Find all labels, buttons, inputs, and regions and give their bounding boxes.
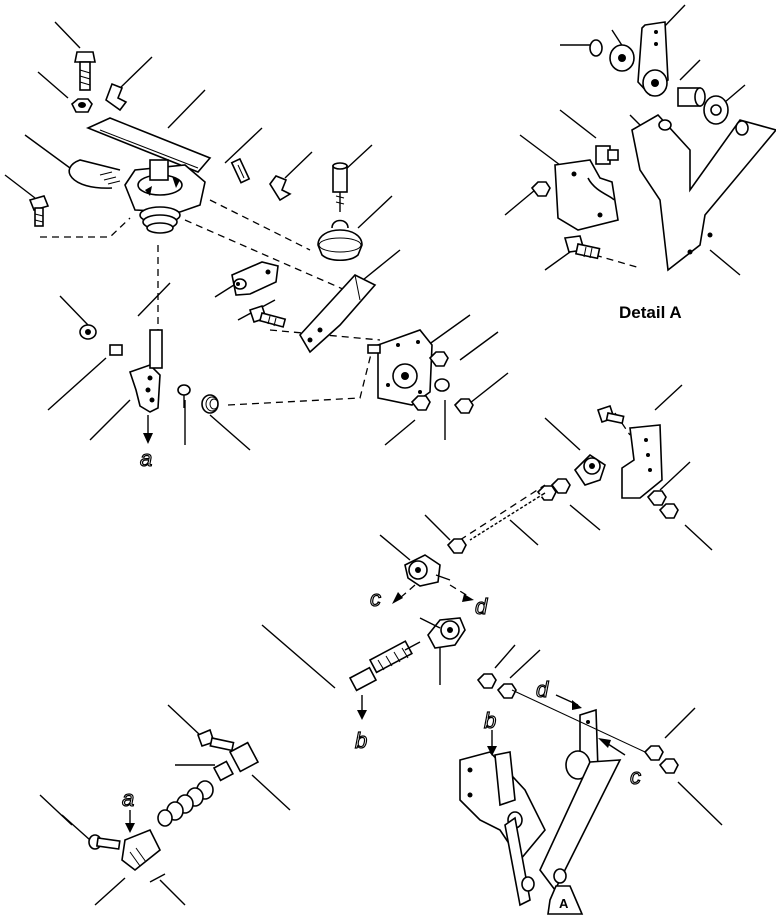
cable-clevis [121, 828, 162, 872]
ref-c-lower: c [630, 764, 641, 789]
nut-top-left [71, 98, 93, 113]
mid-nut-2 [658, 503, 679, 519]
lower-axis-line [511, 689, 646, 753]
ball-joint-upper [573, 453, 606, 486]
cable-spring [157, 780, 214, 827]
pedal-base [124, 159, 206, 234]
threaded-rod [469, 492, 546, 541]
cable-sheath-inner [256, 690, 356, 759]
cable-ferrule [348, 666, 378, 692]
ref-d-mid: d [475, 594, 488, 619]
cable-end-top [368, 640, 421, 674]
detail-title: Detail A [619, 303, 682, 322]
rod-nut-upper-2 [536, 485, 557, 501]
small-bracket [231, 261, 279, 296]
torsion-spring [201, 394, 219, 414]
mid-bracket [621, 424, 663, 499]
rubber-boot [317, 219, 363, 262]
u-bolt [68, 159, 121, 189]
middle-brackets [79, 261, 474, 444]
arrow-b-cable [357, 695, 367, 720]
ref-b-cable: b [355, 728, 367, 753]
detail-bushing [677, 87, 706, 107]
dashed-assembly-lines [40, 199, 641, 541]
ref-b-lower: b [484, 708, 496, 733]
clip-top [105, 82, 128, 112]
bushing-left [109, 344, 123, 356]
detail-plate [554, 159, 619, 231]
lower-nut-1 [476, 673, 497, 689]
ball-joint-right [419, 617, 466, 649]
arrow-head-a [143, 433, 153, 444]
ref-a-cable: a [122, 786, 134, 811]
leader-lines [4, 4, 746, 906]
detail-washer-hole [618, 54, 626, 62]
arrow-d-lower [555, 694, 582, 710]
washer-hole [85, 329, 91, 335]
ref-a-pedal: a [140, 446, 152, 471]
detail-nut [530, 181, 551, 197]
roll-pin [230, 157, 251, 184]
lower-stud-1 [553, 868, 567, 884]
detail-bolt [563, 235, 601, 260]
cable-clamp [212, 741, 260, 782]
detail-stud [735, 120, 749, 136]
cotter-pin [149, 873, 166, 883]
bolt-top [74, 51, 96, 91]
bracket-bolt [248, 304, 287, 328]
ref-c-mid: c [370, 586, 381, 611]
mount-plate [367, 329, 433, 406]
detail-a-group: Detail A [530, 21, 776, 322]
lower-mount-plate [459, 751, 546, 862]
lower-bracket-assembly: d b c A [459, 673, 679, 915]
arrow-b-lower [487, 730, 497, 756]
clevis-pin [88, 834, 121, 850]
mid-bolt [596, 404, 625, 425]
detail-arm [637, 21, 669, 97]
long-bracket [299, 274, 377, 354]
pedal-plate [85, 117, 212, 173]
detail-standoff [595, 145, 619, 165]
lower-arm [539, 708, 622, 892]
rod-assembly: c d [369, 404, 679, 649]
plate-nuts [410, 351, 474, 414]
detail-retainer [589, 39, 603, 57]
rod-nut-upper [550, 478, 571, 494]
lower-nut-3 [643, 745, 664, 761]
detail-a-marker: A [547, 885, 584, 915]
rod-nut-lower [446, 538, 467, 554]
bolt-left [28, 195, 50, 227]
detail-main-bracket [631, 113, 776, 272]
arrow-c-mid [392, 584, 416, 604]
lower-stud-2 [521, 876, 535, 892]
ball-joint-left [404, 554, 451, 587]
small-bolt-mid [177, 384, 191, 408]
pedal-assembly [28, 51, 363, 262]
ref-d-lower: d [536, 677, 549, 702]
arrow-d-mid [449, 584, 474, 602]
spring-clip [269, 175, 292, 202]
cable-bolt [196, 728, 235, 752]
detail-a-marker-label: A [559, 896, 569, 911]
lower-nut-2 [496, 683, 517, 699]
mid-nut-1 [646, 490, 667, 506]
rod-end [332, 162, 348, 212]
arrow-c-lower [598, 738, 626, 756]
cable-sheath [257, 691, 356, 759]
detail-small-nut [658, 119, 672, 131]
arrow-a-cable [125, 810, 135, 833]
lower-nut-4 [658, 758, 679, 774]
cable-assembly: b a [88, 640, 421, 883]
lever-arm [128, 329, 163, 413]
detail-washer-2-hole [710, 104, 722, 116]
